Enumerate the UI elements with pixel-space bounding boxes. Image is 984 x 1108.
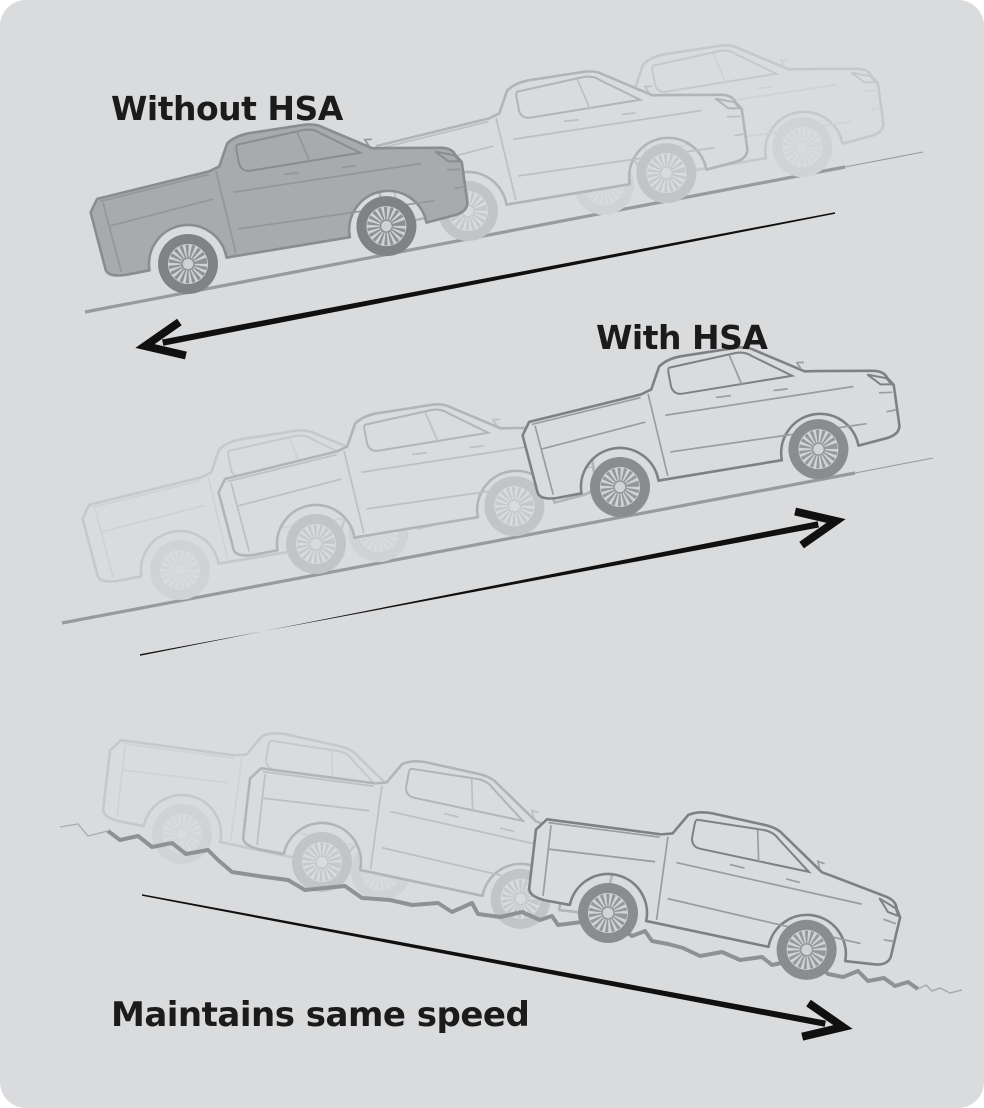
incline-road	[61, 471, 856, 625]
label-maintains-speed: Maintains same speed	[111, 995, 530, 1035]
truck-descending	[517, 782, 913, 995]
label-with-hsa: With HSA	[596, 318, 768, 357]
label-without-hsa: Without HSA	[111, 89, 343, 128]
panel-with-hsa	[61, 318, 934, 656]
incline-road-fade	[854, 457, 934, 474]
forward-arrow	[139, 507, 846, 656]
rollback-arrow	[135, 212, 836, 360]
incline-road-fade	[844, 151, 924, 168]
panel-without-hsa	[81, 16, 924, 360]
descent-arrow	[141, 894, 853, 1041]
panel-maintains-speed	[59, 703, 963, 1041]
